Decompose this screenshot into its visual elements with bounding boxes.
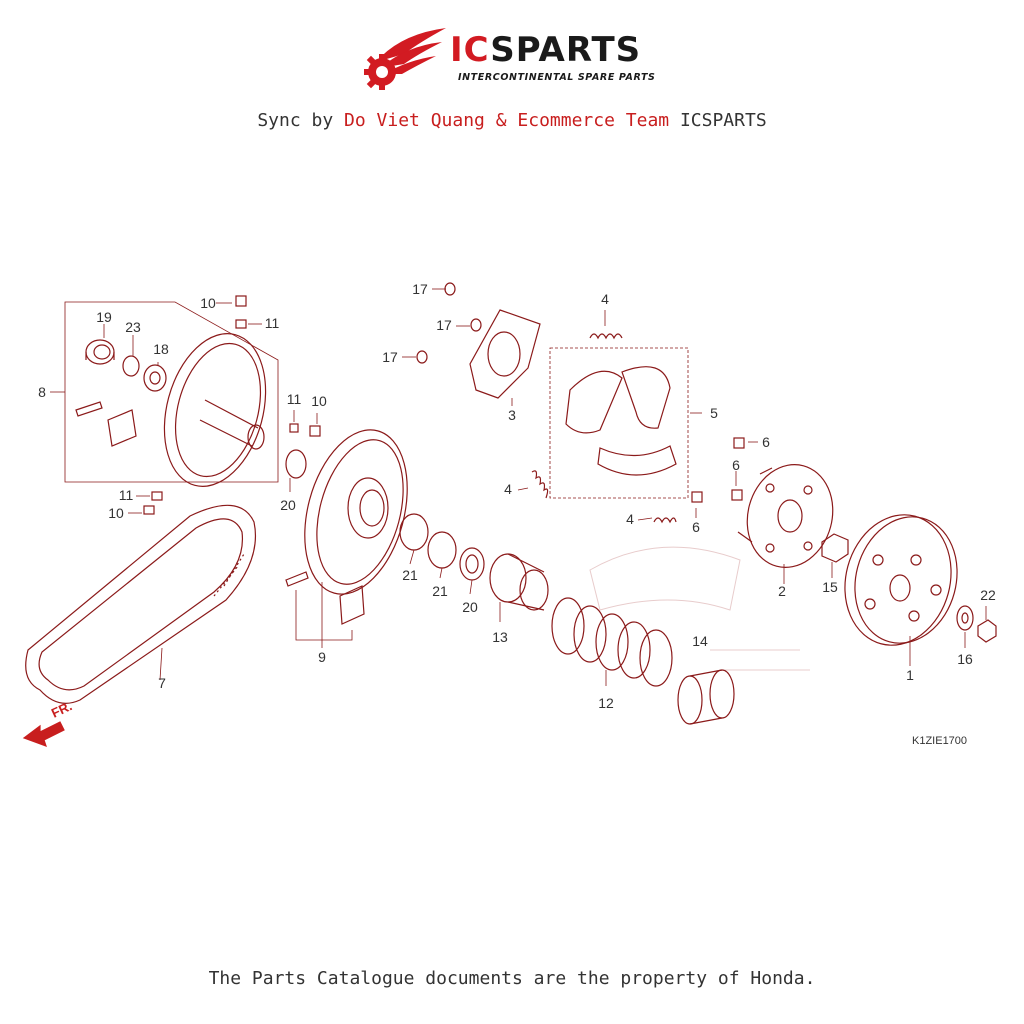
sync-credit: Sync by Do Viet Quang & Ecommerce Team I… xyxy=(257,110,767,131)
callout-11c: 11 xyxy=(119,487,134,503)
lock-nut-15 xyxy=(821,533,849,563)
washer-16 xyxy=(956,605,974,631)
callout-16: 16 xyxy=(957,651,973,667)
callout-17b: 17 xyxy=(436,317,452,333)
parts-diagram: FR. K1ZIE1700 1 2 3 4 4 4 5 6 6 6 7 8 9 … xyxy=(22,281,997,747)
driven-face xyxy=(163,333,267,487)
collar-11 xyxy=(235,319,247,329)
callout-11a: 11 xyxy=(265,315,280,331)
callout-1: 1 xyxy=(906,667,914,683)
clutch-outer-1 xyxy=(844,514,958,646)
brand-name: ICSPARTS xyxy=(450,30,642,70)
callout-21b: 21 xyxy=(432,583,448,599)
circlip-23 xyxy=(122,355,140,377)
collar-14 xyxy=(677,669,735,725)
callout-23: 23 xyxy=(125,319,141,335)
damper-6a xyxy=(733,437,745,449)
needle-bearing-19 xyxy=(85,339,115,365)
oil-seal-20b xyxy=(459,547,485,581)
callout-9: 9 xyxy=(318,649,326,665)
collar-11b xyxy=(289,423,299,433)
bearing-18 xyxy=(143,364,167,392)
callout-21a: 21 xyxy=(402,567,418,583)
callout-5: 5 xyxy=(710,405,718,421)
guide-pin xyxy=(75,401,103,417)
callout-4c: 4 xyxy=(626,511,634,527)
spring-4b xyxy=(531,470,549,499)
callout-4a: 4 xyxy=(601,291,609,307)
seal-collar-13 xyxy=(489,553,549,611)
clutch-plate-3 xyxy=(469,309,541,399)
nut-22 xyxy=(977,619,997,643)
circlip-17b xyxy=(470,318,482,332)
callout-17c: 17 xyxy=(382,349,398,365)
o-ring-21b xyxy=(427,531,457,569)
circlip-17a xyxy=(444,282,456,296)
o-ring-21a xyxy=(399,513,429,551)
drive-plate-2 xyxy=(737,464,834,568)
drive-belt xyxy=(25,504,257,704)
callout-10b: 10 xyxy=(311,393,327,409)
callout-14: 14 xyxy=(692,633,708,649)
callout-12: 12 xyxy=(598,695,614,711)
callout-6a: 6 xyxy=(762,434,770,450)
guide-pin-9 xyxy=(285,571,309,587)
callout-3: 3 xyxy=(508,407,516,423)
ownership-notice: The Parts Catalogue documents are the pr… xyxy=(208,968,816,989)
honda-watermark xyxy=(589,546,810,671)
callout-13: 13 xyxy=(492,629,508,645)
group-8-outline xyxy=(64,301,279,483)
callout-11b: 11 xyxy=(287,391,302,407)
diagram-code: K1ZIE1700 xyxy=(912,735,967,747)
driven-spring xyxy=(551,597,673,687)
callout-6b: 6 xyxy=(732,457,740,473)
brand-tagline: INTERCONTINENTAL SPARE PARTS xyxy=(458,72,656,83)
clutch-weights-5 xyxy=(565,366,677,476)
spring-4a xyxy=(589,333,623,340)
callout-10c: 10 xyxy=(108,505,124,521)
spring-4c xyxy=(653,517,677,524)
callout-20b: 20 xyxy=(462,599,478,615)
oil-seal-20 xyxy=(285,449,307,479)
callout-20a: 20 xyxy=(280,497,296,513)
bolt-10b xyxy=(309,425,321,437)
callout-10a: 10 xyxy=(200,295,216,311)
callout-7: 7 xyxy=(158,675,166,691)
leader-lines xyxy=(50,288,987,686)
front-direction-arrow xyxy=(22,721,65,747)
wing-gear-icon xyxy=(364,28,446,90)
seal-plate-9 xyxy=(339,585,365,625)
bolt-10 xyxy=(235,295,247,307)
callout-17a: 17 xyxy=(412,281,428,297)
damper-6c xyxy=(691,491,703,503)
callout-18: 18 xyxy=(153,341,169,357)
movable-face xyxy=(304,429,408,595)
callout-19: 19 xyxy=(96,309,112,325)
group-9-bracket xyxy=(295,582,353,641)
callout-2: 2 xyxy=(778,583,786,599)
damper-6b xyxy=(731,489,743,501)
bolt-10c xyxy=(143,505,155,515)
callout-4b: 4 xyxy=(504,481,512,497)
callout-15: 15 xyxy=(822,579,838,595)
circlip-17c xyxy=(416,350,428,364)
collar-11c xyxy=(151,491,163,501)
callout-6c: 6 xyxy=(692,519,700,535)
callout-8: 8 xyxy=(38,384,46,400)
group-5-outline xyxy=(549,347,689,499)
front-direction-label: FR. xyxy=(49,698,74,720)
seal-plate xyxy=(107,409,137,447)
callout-22: 22 xyxy=(980,587,996,603)
brand-logo: ICSPARTS INTERCONTINENTAL SPARE PARTS xyxy=(360,24,670,94)
